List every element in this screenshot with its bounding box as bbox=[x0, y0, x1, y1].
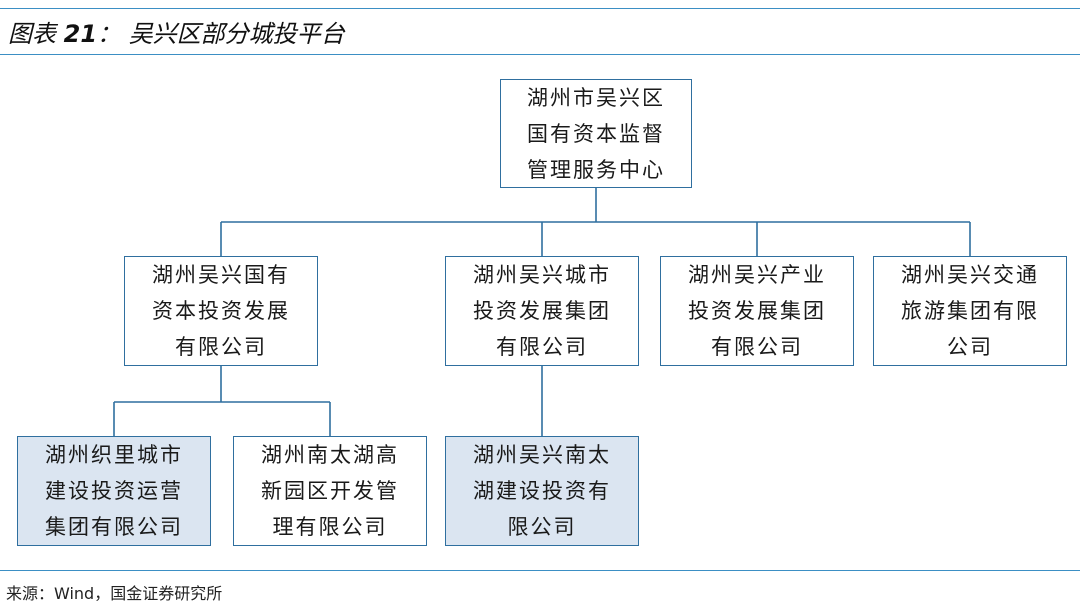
node-root: 湖州市吴兴区 国有资本监督 管理服务中心 bbox=[500, 79, 692, 188]
node-chanye-label: 湖州吴兴产业 投资发展集团 有限公司 bbox=[688, 263, 826, 359]
node-guoyou: 湖州吴兴国有 资本投资发展 有限公司 bbox=[124, 256, 318, 366]
node-chengshi: 湖州吴兴城市 投资发展集团 有限公司 bbox=[445, 256, 639, 366]
node-nantaihu-jianshe: 湖州吴兴南太 湖建设投资有 限公司 bbox=[445, 436, 639, 546]
figure-colon: ： bbox=[97, 20, 122, 48]
figure-title-text: 吴兴区部分城投平台 bbox=[128, 20, 345, 48]
node-root-label: 湖州市吴兴区 国有资本监督 管理服务中心 bbox=[527, 85, 665, 182]
title-rule bbox=[0, 54, 1080, 55]
node-nantaihu-gaoxin: 湖州南太湖高 新园区开发管 理有限公司 bbox=[233, 436, 427, 546]
figure-number: 21 bbox=[63, 20, 98, 48]
source-note: 来源：Wind，国金证券研究所 bbox=[6, 584, 223, 603]
node-chanye: 湖州吴兴产业 投资发展集团 有限公司 bbox=[660, 256, 854, 366]
node-chengshi-label: 湖州吴兴城市 投资发展集团 有限公司 bbox=[473, 263, 611, 359]
bottom-rule bbox=[0, 570, 1080, 571]
figure-label: 图表 bbox=[8, 20, 56, 48]
node-zhili-label: 湖州织里城市 建设投资运营 集团有限公司 bbox=[45, 443, 183, 539]
node-guoyou-label: 湖州吴兴国有 资本投资发展 有限公司 bbox=[152, 263, 290, 359]
node-jiaotong: 湖州吴兴交通 旅游集团有限 公司 bbox=[873, 256, 1067, 366]
figure-title: 图表 21： 吴兴区部分城投平台 bbox=[8, 14, 345, 49]
node-nantaihu-gaoxin-label: 湖州南太湖高 新园区开发管 理有限公司 bbox=[261, 443, 399, 539]
node-zhili: 湖州织里城市 建设投资运营 集团有限公司 bbox=[17, 436, 211, 546]
node-nantaihu-jianshe-label: 湖州吴兴南太 湖建设投资有 限公司 bbox=[473, 443, 611, 539]
top-rule bbox=[0, 8, 1080, 9]
node-jiaotong-label: 湖州吴兴交通 旅游集团有限 公司 bbox=[901, 263, 1039, 359]
